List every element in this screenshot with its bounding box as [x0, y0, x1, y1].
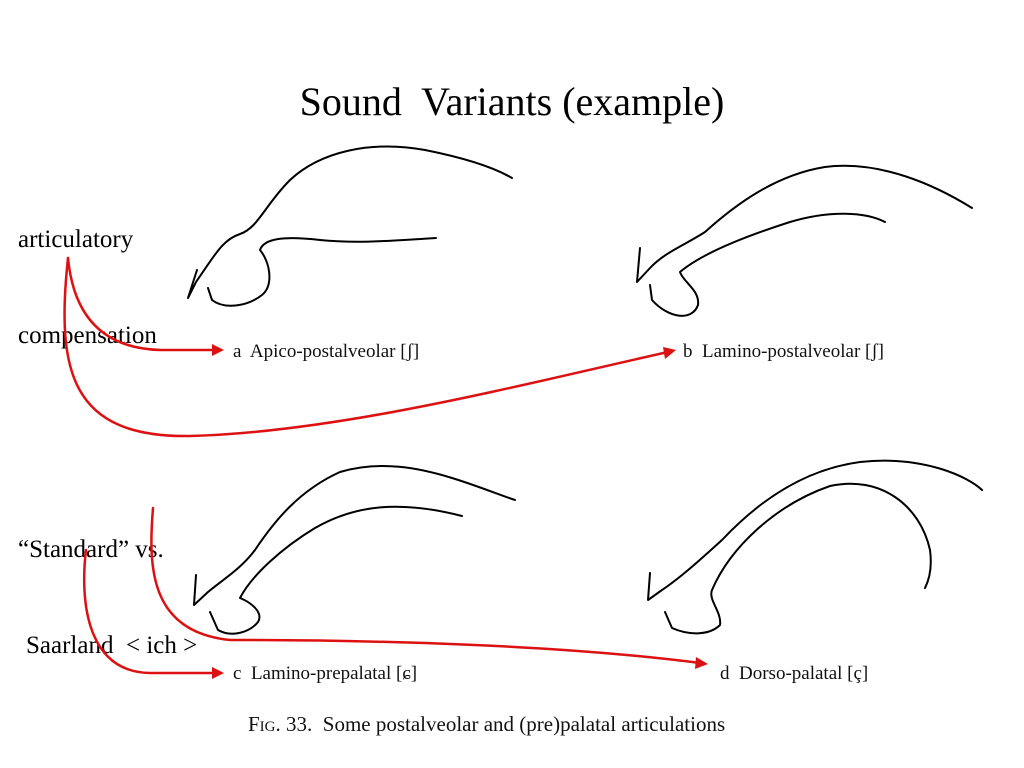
panel-letter: d — [720, 663, 730, 684]
panel-d-palate-contour — [647, 459, 983, 601]
panel-b-tongue-contour — [649, 212, 886, 317]
standard-vs-saarland-note: “Standard” vs. Saarland < ich > — [18, 470, 197, 694]
panel-label: Lamino-prepalatal [ɕ] — [250, 663, 418, 684]
arrow-to-panel-c — [82, 548, 218, 675]
panel-d-tract-outline — [647, 459, 983, 635]
note-line: “Standard” vs. — [18, 536, 164, 563]
panel-c-palate-contour — [193, 464, 516, 606]
arrow-to-panel-b — [63, 256, 670, 438]
panel-c-caption: c Lamino-prepalatal [ɕ] — [233, 662, 417, 686]
figure-caption: Fig. 33. Some postalveolar and (pre)pala… — [248, 710, 725, 738]
panel-c-tract-outline — [193, 464, 516, 635]
panel-c-tongue-contour — [209, 505, 463, 635]
articulatory-compensation-note: articulatory compensation — [18, 160, 157, 384]
arrowhead-d — [695, 657, 708, 669]
figure-caption-text: Some postalveolar and (pre)palatal artic… — [322, 712, 726, 736]
panel-b-tract-outline — [636, 164, 973, 317]
panel-a-caption: a Apico-postalveolar [ʃ] — [233, 340, 419, 364]
arrow-to-panel-a — [66, 256, 218, 352]
note-line: articulatory — [18, 226, 134, 253]
arrowhead-b — [663, 347, 676, 359]
panel-letter: a — [233, 341, 242, 362]
panel-label: Dorso-palatal [ç] — [739, 663, 869, 684]
note-line: Saarland < ich > — [26, 632, 198, 659]
arrowhead-c — [212, 667, 224, 679]
panel-letter: c — [233, 663, 242, 684]
panel-d-tongue-contour — [664, 482, 932, 635]
panel-a-tract-outline — [187, 145, 513, 307]
panel-d-caption: d Dorso-palatal [ç] — [720, 662, 868, 686]
figure-number: Fig. 33. — [248, 712, 313, 736]
panel-b-palate-contour — [636, 164, 973, 283]
panel-a-tongue-contour — [207, 237, 437, 307]
note-line: compensation — [18, 322, 157, 349]
panel-b-caption: b Lamino-postalveolar [ʃ] — [683, 340, 884, 364]
arrowhead-a — [212, 344, 224, 356]
panel-a-palate-contour — [187, 145, 513, 299]
arrow-to-panel-d — [150, 506, 702, 665]
slide-title: Sound Variants (example) — [299, 79, 725, 124]
panel-label: Apico-postalveolar [ʃ] — [249, 341, 420, 362]
panel-letter: b — [683, 341, 693, 362]
panel-label: Lamino-postalveolar [ʃ] — [702, 341, 885, 362]
